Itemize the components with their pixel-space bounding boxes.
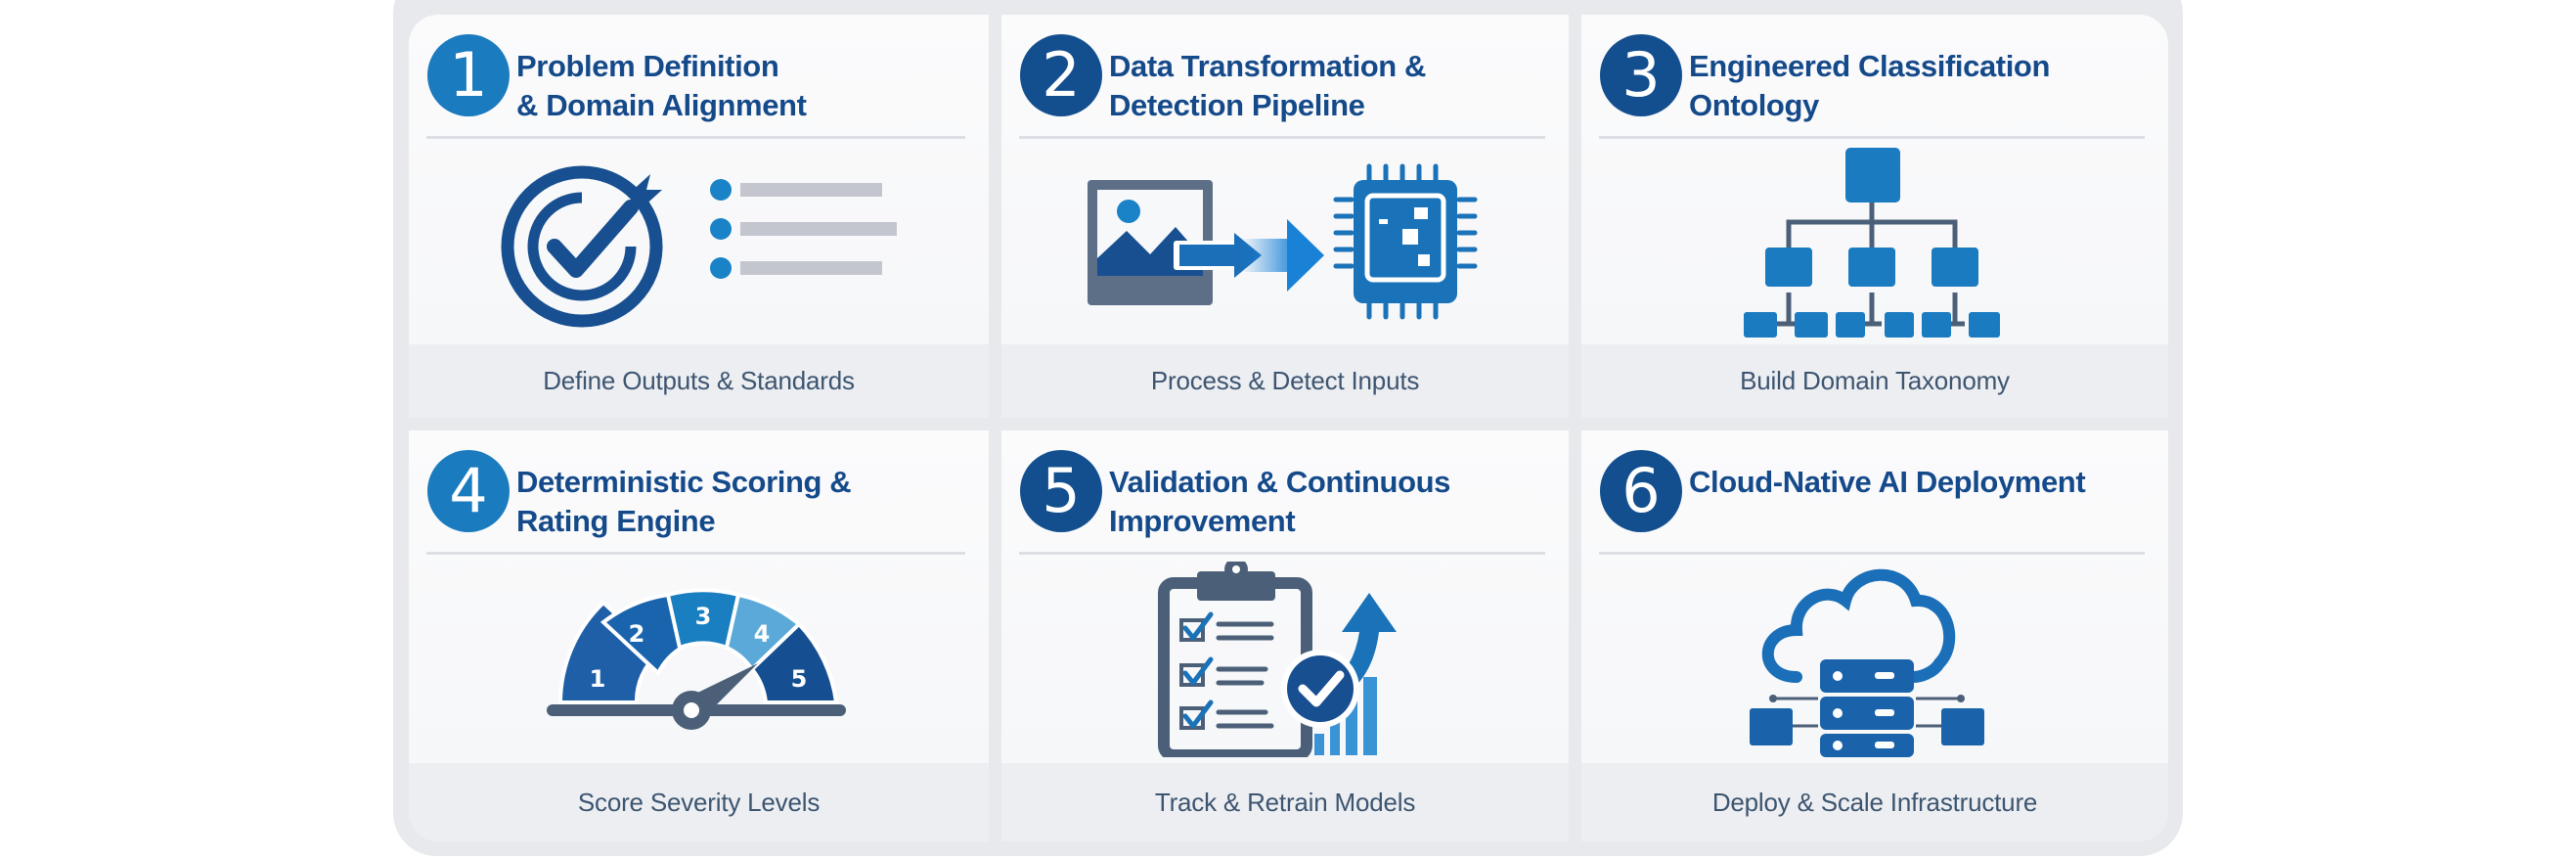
step-header: 6 Cloud-Native AI Deployment <box>1600 450 2145 554</box>
step-title: Problem Definition & Domain Alignment <box>516 49 807 122</box>
step-caption: Process & Detect Inputs <box>1001 344 1569 418</box>
step-header: 1 Problem Definition & Domain Alignment <box>427 34 965 138</box>
divider <box>426 136 965 139</box>
step-card-3: 3 Engineered Classification Ontology <box>1581 15 2168 418</box>
step-caption: Score Severity Levels <box>409 763 989 841</box>
divider <box>1019 552 1545 555</box>
gauge-level-2: 2 <box>628 620 644 648</box>
step-title: Data Transformation & Detection Pipeline <box>1109 49 1427 122</box>
step-title: Deterministic Scoring & Rating Engine <box>516 465 852 538</box>
step-number-badge: 1 <box>427 34 510 116</box>
divider <box>1019 136 1545 139</box>
step-caption: Build Domain Taxonomy <box>1581 344 2168 418</box>
gauge-meter-icon: 1 2 3 4 5 <box>546 588 846 730</box>
target-checkmark-list-icon <box>501 165 897 327</box>
cloud-server-icon <box>1750 568 1984 757</box>
step-caption: Track & Retrain Models <box>1001 763 1569 841</box>
step-caption: Deploy & Scale Infrastructure <box>1581 763 2168 841</box>
image-to-chip-icon <box>1088 163 1478 319</box>
step-header: 3 Engineered Classification Ontology <box>1600 34 2145 138</box>
hierarchy-tree-icon <box>1744 147 2000 338</box>
step-number-badge: 2 <box>1020 34 1102 116</box>
step-header: 5 Validation & Continuous Improvement <box>1020 450 1545 554</box>
divider <box>426 552 965 555</box>
gauge-level-5: 5 <box>790 665 807 693</box>
step-card-5: 5 Validation & Continuous Improvement <box>1001 430 1569 841</box>
divider <box>1599 136 2145 139</box>
step-number-badge: 4 <box>427 450 510 532</box>
clipboard-check-growth-icon <box>1158 562 1397 757</box>
step-header: 2 Data Transformation & Detection Pipeli… <box>1020 34 1545 138</box>
step-caption: Define Outputs & Standards <box>409 344 989 418</box>
gauge-level-4: 4 <box>753 620 770 648</box>
step-card-6: 6 Cloud-Native AI Deployment <box>1581 430 2168 841</box>
step-card-4: 4 Deterministic Scoring & Rating Engine … <box>409 430 989 841</box>
workflow-grid: 1 Problem Definition & Domain Alignment <box>409 15 2168 841</box>
step-card-2: 2 Data Transformation & Detection Pipeli… <box>1001 15 1569 418</box>
gauge-level-3: 3 <box>694 603 711 630</box>
step-card-1: 1 Problem Definition & Domain Alignment <box>409 15 989 418</box>
gauge-level-1: 1 <box>589 665 605 693</box>
step-header: 4 Deterministic Scoring & Rating Engine <box>427 450 965 554</box>
step-title: Cloud-Native AI Deployment <box>1689 465 2086 499</box>
step-title: Engineered Classification Ontology <box>1689 49 2050 122</box>
step-number-badge: 5 <box>1020 450 1102 532</box>
divider <box>1599 552 2145 555</box>
step-number-badge: 3 <box>1600 34 1682 116</box>
step-title: Validation & Continuous Improvement <box>1109 465 1451 538</box>
step-number-badge: 6 <box>1600 450 1682 532</box>
